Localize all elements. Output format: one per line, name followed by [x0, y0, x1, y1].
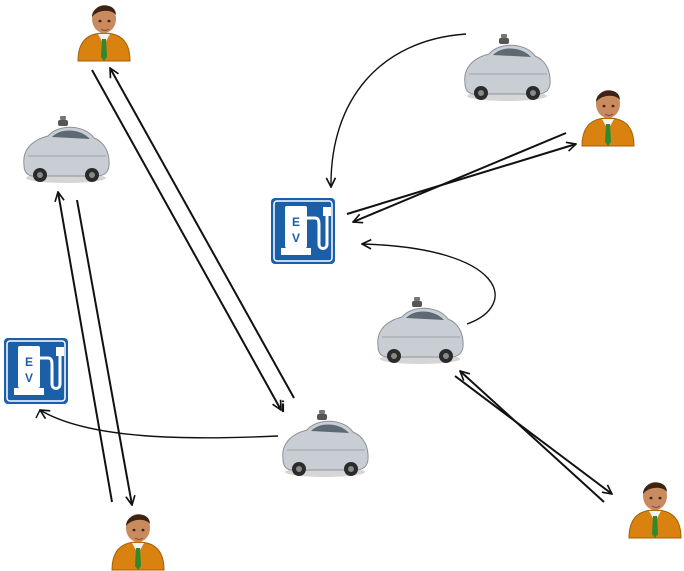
- arrow-car-to-person: [110, 68, 295, 399]
- person-icon-bottom-left: [111, 513, 165, 571]
- arrow-station-to-person: [346, 144, 576, 215]
- arrow-car-to-station-left: [40, 410, 279, 439]
- arrow-car-to-station-middle: [362, 244, 496, 325]
- ev-station-icon-center: E V: [271, 198, 335, 264]
- person-icon-bottom-right: [628, 481, 682, 539]
- arrow-car-to-station-top: [331, 33, 467, 187]
- ev-station-center-label-bottom: V: [292, 231, 300, 245]
- person-icon-top-right: [581, 89, 635, 147]
- arrow-person-to-car-left: [58, 192, 113, 503]
- car-icon-top-left: [23, 115, 110, 184]
- ev-station-center-label-top: E: [292, 215, 300, 229]
- arrow-person-to-car: [91, 69, 281, 410]
- car-marker-label: i: [281, 399, 285, 416]
- ev-station-left-label-bottom: V: [25, 371, 33, 385]
- arrow-car-to-person-left: [76, 199, 132, 505]
- arrow-tail-tick: [35, 409, 41, 419]
- arrow-person-to-station: [353, 132, 567, 222]
- person-icon-top-left: [77, 4, 131, 62]
- car-icon-bottom-center: [282, 409, 369, 478]
- arrow-car-to-person-right: [454, 375, 612, 494]
- arrow-person-to-car-right: [460, 371, 605, 503]
- car-icon-top-right: [464, 33, 551, 102]
- car-icon-middle-right: [377, 296, 464, 365]
- ev-station-icon-left: E V: [4, 338, 68, 404]
- ev-station-left-label-top: E: [25, 355, 33, 369]
